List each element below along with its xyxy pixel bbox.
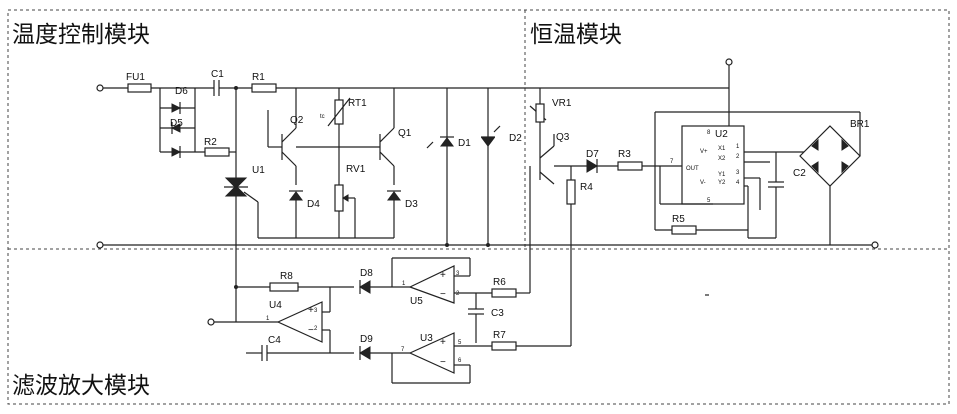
ground-terminal: [97, 242, 103, 248]
label-d1: D1: [458, 138, 471, 149]
diode-d3: [388, 192, 400, 200]
label-c3: C3: [491, 308, 504, 319]
svg-text:V-: V-: [700, 180, 706, 186]
outer-border: [8, 10, 949, 404]
label-rv1: RV1: [346, 164, 366, 175]
constant-temp-module-title: 恒温模块: [530, 22, 622, 48]
input-terminal: [97, 85, 103, 91]
diode-d9: [360, 347, 370, 359]
svg-text:Y1: Y1: [718, 172, 726, 178]
bridge-br1: [800, 126, 860, 186]
label-d4: D4: [307, 199, 320, 210]
svg-text:5: 5: [458, 340, 462, 346]
svg-text:OUT: OUT: [686, 166, 699, 172]
label-c1: C1: [211, 69, 224, 80]
label-q2: Q2: [290, 115, 304, 126]
resistor-r1: [252, 84, 276, 92]
output-terminal: [208, 319, 214, 325]
label-d3: D3: [405, 199, 418, 210]
label-d6: D6: [175, 86, 188, 97]
label-r5: R5: [672, 214, 685, 225]
resistor-r7: [492, 342, 516, 350]
svg-text:V+: V+: [700, 149, 708, 155]
svg-text:X2: X2: [718, 156, 726, 162]
label-d8: D8: [360, 268, 373, 279]
label-rt1-sub: tc: [320, 114, 325, 120]
potentiometer-rv1: [335, 185, 343, 211]
label-u5: U5: [410, 296, 423, 307]
svg-text:2: 2: [456, 291, 460, 297]
svg-text:6: 6: [458, 358, 462, 364]
label-q3: Q3: [556, 132, 570, 143]
resistor-r2: [205, 148, 229, 156]
label-d2: D2: [509, 133, 522, 144]
label-c4: C4: [268, 335, 281, 346]
diode-d4: [290, 192, 302, 200]
label-d5: D5: [170, 118, 183, 129]
label-u2: U2: [715, 129, 728, 140]
svg-text:+: +: [440, 270, 446, 281]
label-u1: U1: [252, 165, 265, 176]
resistor-r6: [492, 289, 516, 297]
vcc-terminal: [726, 59, 732, 65]
resistor-r8: [270, 283, 298, 291]
label-r6: R6: [493, 277, 506, 288]
label-r3: R3: [618, 149, 631, 160]
label-r4: R4: [580, 182, 593, 193]
diode-d7: [587, 160, 597, 172]
label-vr1: VR1: [552, 98, 572, 109]
diode-d8: [360, 281, 370, 293]
label-c2: C2: [793, 168, 806, 179]
label-r7: R7: [493, 330, 506, 341]
svg-text:+: +: [440, 337, 446, 348]
svg-text:−: −: [440, 289, 446, 300]
svg-text:X1: X1: [718, 146, 726, 152]
label-u4: U4: [269, 300, 282, 311]
svg-text:−: −: [440, 357, 446, 368]
svg-text:1: 1: [402, 281, 406, 287]
resistor-r4: [567, 180, 575, 204]
label-fu1: FU1: [126, 72, 145, 83]
svg-text:7: 7: [401, 347, 405, 353]
svg-text:Y2: Y2: [718, 180, 726, 186]
resistor-r3: [618, 162, 642, 170]
led-d2: [482, 138, 494, 146]
diode-d6: [172, 104, 180, 112]
label-u3: U3: [420, 333, 433, 344]
resistor-r5: [672, 226, 696, 234]
label-d9: D9: [360, 334, 373, 345]
svg-text:1: 1: [266, 316, 270, 322]
fuse-fu1: [128, 84, 151, 92]
label-d7: D7: [586, 149, 599, 160]
svg-text:7: 7: [670, 159, 674, 165]
label-r8: R8: [280, 271, 293, 282]
filter-amp-module-title: 滤波放大模块: [12, 373, 150, 399]
ic-u2: [682, 126, 744, 204]
temp-control-module-title: 温度控制模块: [12, 22, 150, 48]
led-d1: [441, 138, 453, 146]
label-r2: R2: [204, 137, 217, 148]
label-q1: Q1: [398, 128, 412, 139]
label-rt1: RT1: [348, 98, 367, 109]
ground-terminal-right: [872, 242, 878, 248]
label-r1: R1: [252, 72, 265, 83]
